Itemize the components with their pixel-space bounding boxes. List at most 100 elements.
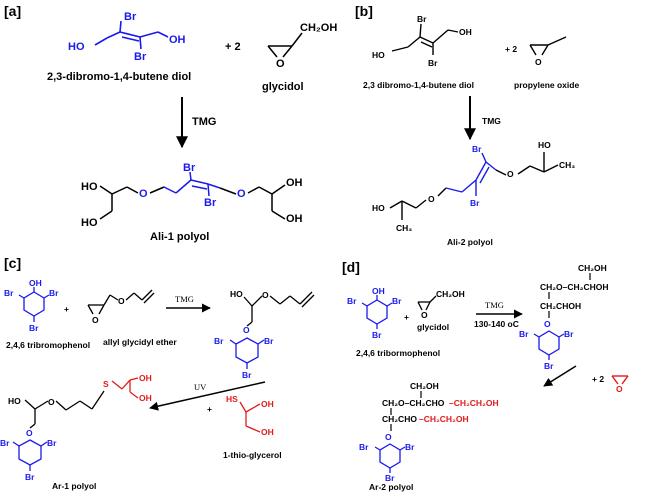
a-catalyst: TMG <box>192 116 216 128</box>
c-p-o: O <box>48 397 55 407</box>
d-int-chain2: CH₂O–CH₂CHOH <box>540 282 608 292</box>
c-phenol-br-left: Br <box>4 288 14 298</box>
panel-a-glycidol-structure <box>267 32 303 58</box>
d-reactant2-name: glycidol <box>417 322 449 332</box>
a-r1-ho: HO <box>68 41 85 53</box>
c-p-br-right: Br <box>47 438 57 448</box>
a-reactant1-name: 2,3-dibromo-1,4-butene diol <box>47 71 191 83</box>
c-reactant1-name: 2,4,6 tribromophenol <box>6 340 90 350</box>
c-int-ho: HO <box>230 289 243 299</box>
b-r1-br-top: Br <box>417 14 427 24</box>
c-thioglycerol-structure <box>239 401 261 433</box>
c-age-o-ring: O <box>92 315 99 325</box>
c-int-o: O <box>262 290 269 300</box>
d-conditions: 130-140 oC <box>474 319 519 329</box>
d-p-br-right: Br <box>405 442 415 452</box>
panel-b-label: [b] <box>355 3 373 19</box>
d-arrow-2 <box>543 365 577 387</box>
a-p-br-top: Br <box>183 162 196 174</box>
d-p-br-left: Br <box>359 442 369 452</box>
c-p-br-left: Br <box>0 438 10 448</box>
d-int-chain1: CH₂OH <box>578 263 607 273</box>
a-p-oh-bottom: OH <box>286 213 303 225</box>
a-p-oh-top: OH <box>286 177 303 189</box>
d-p-chain1: CH₂OH <box>410 381 439 391</box>
d-phenol-structure <box>361 295 393 329</box>
b-catalyst: TMG <box>482 116 501 126</box>
a-p-br-bottom: Br <box>204 197 217 209</box>
d-p-chain2: CH₂O–CH₂CHO <box>382 398 445 408</box>
a-p-o-left: O <box>139 188 148 200</box>
c-int-br-right: Br <box>264 336 274 346</box>
c-p-oh-2: OH <box>139 393 152 403</box>
c-int-ring <box>229 337 265 369</box>
c-thiol-hs: HS <box>226 394 238 404</box>
panel-c: [c] OH Br Br Br 2,4,6 tribromophenol + O <box>0 255 315 491</box>
d-p-br-bottom: Br <box>385 473 395 483</box>
c-phenol-br-right: Br <box>49 288 59 298</box>
c-product-structure <box>24 377 139 429</box>
c-phenol-br-bottom: Br <box>29 323 39 333</box>
d-epoxide-o: O <box>616 384 623 394</box>
d-int-br-bottom: Br <box>544 361 554 371</box>
d-plus-coef: + 2 <box>592 374 604 384</box>
b-p-o-right: O <box>507 169 514 179</box>
c-age-structure <box>87 289 155 315</box>
b-p-o-left: O <box>428 194 435 204</box>
a-r1-oh: OH <box>169 34 186 46</box>
panel-a-reactant1-structure <box>94 20 169 50</box>
c-p-s: S <box>103 379 109 389</box>
c-p-oh-1: OH <box>139 373 152 383</box>
b-p-ch3-left: CH₃ <box>396 223 412 233</box>
d-catalyst: TMG <box>485 300 504 310</box>
d-phenol-br-left: Br <box>347 296 357 306</box>
c-plus: + <box>64 304 69 314</box>
d-glycidol-ch2oh: CH₂OH <box>436 289 465 299</box>
b-p-ho-right: HO <box>538 140 551 150</box>
a-p-ho-bottom: HO <box>81 217 98 229</box>
c-int-o-aryl: O <box>243 325 250 335</box>
c-intermediate-structure <box>243 291 315 327</box>
a-p-ho-top: HO <box>81 181 98 193</box>
c-uv: UV <box>194 382 207 392</box>
panel-d-label: [d] <box>342 259 360 275</box>
a-p-o-right: O <box>237 188 246 200</box>
b-plus-coef: + 2 <box>505 44 517 54</box>
d-p-chain3: CH₂CHO <box>382 414 417 424</box>
d-glycidol-o: O <box>421 310 428 320</box>
a-plus-coef: + 2 <box>225 41 241 53</box>
panel-d: [d] OH Br Br Br 2,4,6 tribormophenol + O… <box>342 259 629 492</box>
a-glycidol-o: O <box>276 58 285 70</box>
d-phenol-oh: OH <box>372 286 385 296</box>
d-phenol-br-bottom: Br <box>372 330 382 340</box>
c-p-br-bottom: Br <box>25 472 35 482</box>
panel-a-label: [a] <box>4 3 21 19</box>
b-po-o: O <box>535 57 542 67</box>
b-r1-ho: HO <box>372 50 385 60</box>
d-p-chain2-red: –CH₂CH₂OH <box>449 398 499 408</box>
d-int-br-left: Br <box>519 329 529 339</box>
panel-c-label: [c] <box>4 255 21 271</box>
c-phenol-structure <box>18 287 50 322</box>
panel-a-product-structure <box>99 171 286 220</box>
b-product-name: Ali-2 polyol <box>447 237 493 247</box>
d-p-o-aryl: O <box>385 432 392 442</box>
c-thiol-name: 1-thio-glycerol <box>223 450 282 460</box>
c-p-ho: HO <box>8 396 21 406</box>
c-arrow-2 <box>149 381 266 411</box>
c-plus-thiol: + <box>207 404 212 414</box>
a-r1-br-bottom: Br <box>134 51 147 63</box>
c-age-o-ether: O <box>118 296 125 306</box>
panel-b-reactant1-structure <box>391 23 459 55</box>
d-p-ring <box>374 443 406 473</box>
panel-b: [b] Br Br HO OH 2,3 dibromo-1,4-butene d… <box>355 3 579 247</box>
d-plus: + <box>404 312 409 322</box>
c-product-name: Ar-1 polyol <box>52 481 96 491</box>
c-p-ring <box>12 439 48 471</box>
b-r1-br-bottom: Br <box>428 58 438 68</box>
d-int-ring <box>533 330 565 360</box>
c-int-br-bottom: Br <box>242 370 252 380</box>
panel-a: [a] Br Br HO OH 2,3-dibromo-1,4-butene d… <box>4 3 337 243</box>
a-product-name: Ali-1 polyol <box>150 231 209 243</box>
